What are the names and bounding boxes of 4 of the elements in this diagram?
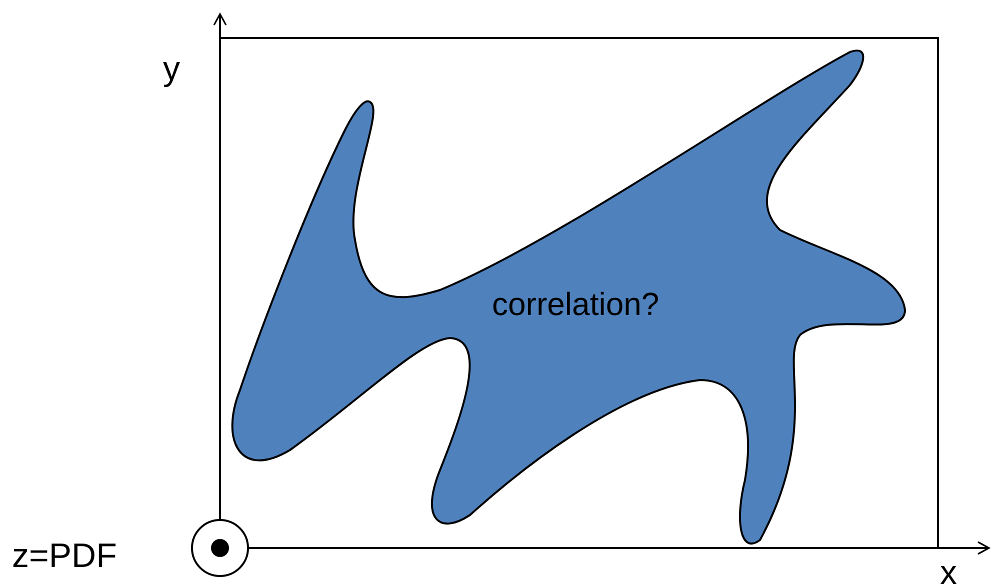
axis-label: z=PDF xyxy=(12,539,117,573)
axis-label: x xyxy=(940,556,957,587)
region-label: correlation? xyxy=(492,286,660,322)
axis-label: y xyxy=(163,52,180,86)
